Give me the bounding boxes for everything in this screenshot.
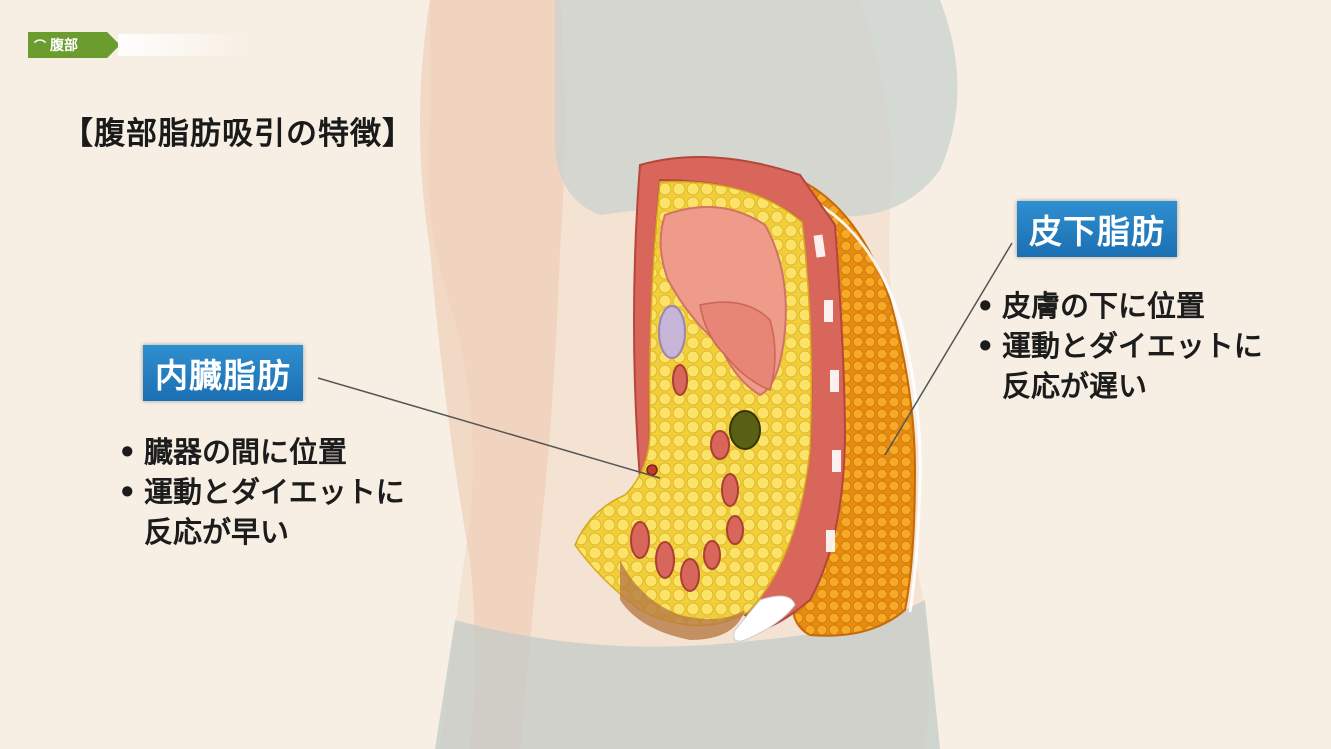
section-tag-label: 腹部: [50, 35, 78, 55]
subcutaneous-fat-bullets: 皮膚の下に位置 運動とダイエットに 反応が遅い: [976, 286, 1263, 406]
list-item: 臓器の間に位置: [118, 432, 405, 472]
section-tag: ⌒ 腹部: [28, 32, 120, 58]
page-title: 【腹部脂肪吸引の特徴】: [62, 108, 414, 153]
subcutaneous-fat-label: 皮下脂肪: [1017, 201, 1177, 257]
list-item: 運動とダイエットに 反応が早い: [118, 472, 405, 552]
list-item: 皮膚の下に位置: [976, 286, 1263, 326]
abdomen-icon: ⌒: [34, 37, 46, 54]
list-item: 運動とダイエットに 反応が遅い: [976, 326, 1263, 406]
visceral-fat-bullets: 臓器の間に位置 運動とダイエットに 反応が早い: [118, 432, 405, 552]
section-tag-fade: [118, 34, 248, 56]
visceral-fat-label: 内臓脂肪: [143, 345, 303, 401]
